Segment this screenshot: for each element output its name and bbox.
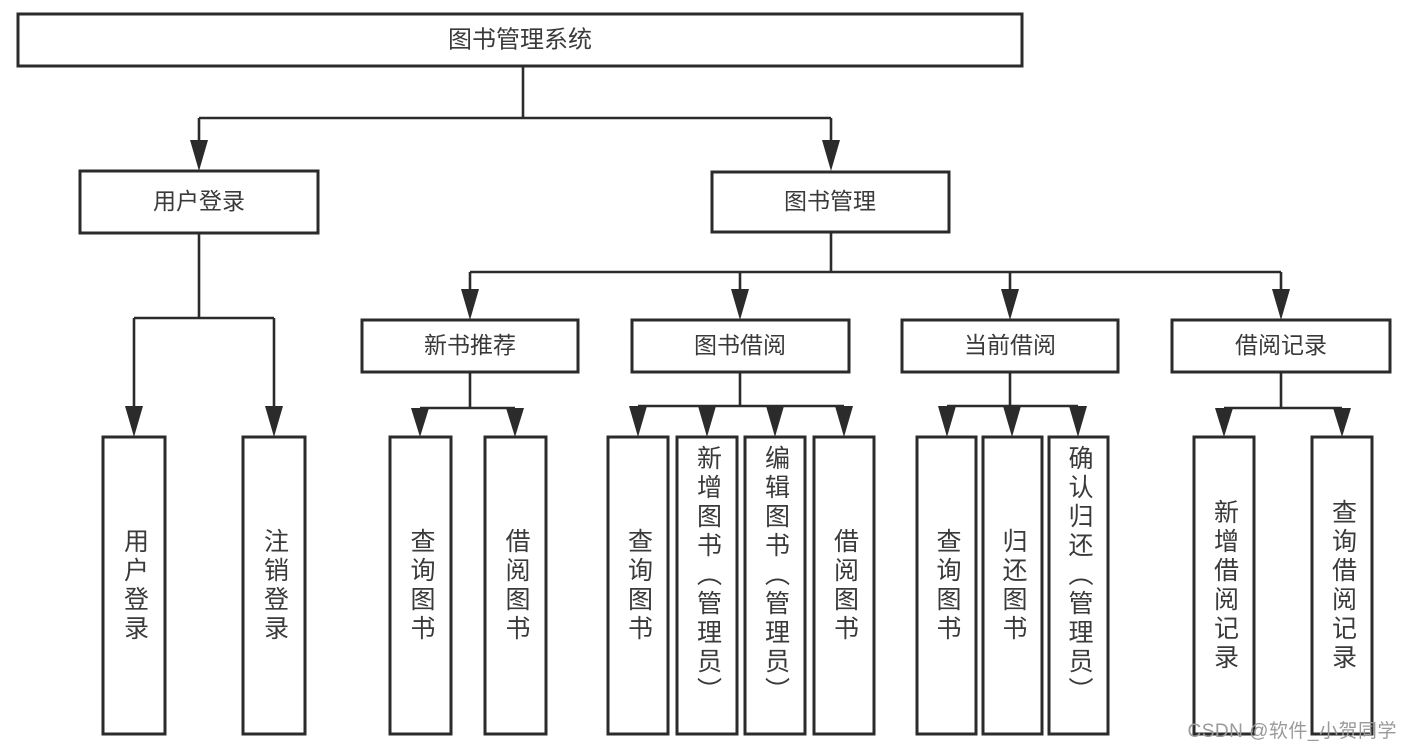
arrow-head-currentborrow-l1 — [938, 406, 956, 437]
node-box-leaf-borrowrecord-2[interactable] — [1310, 435, 1374, 736]
connectors-current-borrow — [938, 372, 1087, 437]
connectors-book-borrow — [629, 372, 853, 437]
node-box-borrow-record[interactable] — [1170, 318, 1392, 374]
arrow-head-root-to-login — [190, 140, 208, 171]
arrow-head-bookmgmt-c4 — [1272, 289, 1290, 320]
connectors-borrow-record — [1215, 372, 1351, 437]
connectors-book-management — [461, 232, 1290, 320]
node-label-user-login: 用户登录 — [153, 188, 245, 214]
node-box-user-login[interactable] — [78, 169, 320, 235]
arrow-head-borrowrecord-l1 — [1215, 408, 1233, 437]
arrow-head-newbook-l2 — [506, 408, 524, 437]
node-box-leaf-newbook-1[interactable] — [388, 435, 453, 736]
node-label-book-borrow: 图书借阅 — [694, 332, 786, 358]
connectors-user-login — [125, 233, 283, 437]
node-box-leaf-newbook-2[interactable] — [483, 435, 548, 736]
node-box-leaf-currentborrow-3[interactable] — [1047, 435, 1110, 736]
node-box-leaf-user-login-1[interactable] — [101, 435, 167, 736]
watermark-text: CSDN @软件_小贺同学 — [1187, 721, 1397, 742]
arrow-head-bookborrow-l4 — [835, 406, 853, 437]
arrow-head-login-leaf1 — [125, 406, 143, 437]
node-box-leaf-user-login-2[interactable] — [241, 435, 307, 736]
node-box-book-management[interactable] — [710, 170, 951, 234]
arrow-head-bookmgmt-c2 — [731, 289, 749, 320]
arrow-head-currentborrow-l3 — [1069, 406, 1087, 437]
node-box-leaf-currentborrow-2[interactable] — [981, 435, 1044, 736]
connectors-root — [190, 66, 840, 171]
node-box-leaf-bookborrow-2[interactable] — [675, 435, 739, 736]
arrow-head-bookborrow-l3 — [766, 406, 784, 437]
node-label-current-borrow: 当前借阅 — [964, 332, 1056, 358]
arrow-head-bookmgmt-c3 — [1001, 289, 1019, 320]
node-box-leaf-bookborrow-4[interactable] — [812, 435, 876, 736]
node-box-root[interactable] — [16, 12, 1024, 68]
node-box-leaf-bookborrow-1[interactable] — [606, 435, 670, 736]
arrow-head-login-leaf2 — [265, 406, 283, 437]
arrow-head-bookborrow-l1 — [629, 406, 647, 437]
node-label-new-book-recommend: 新书推荐 — [424, 332, 516, 358]
arrow-head-root-to-bookmgmt — [822, 140, 840, 171]
arrow-head-bookmgmt-c1 — [461, 289, 479, 320]
node-box-leaf-currentborrow-1[interactable] — [915, 435, 978, 736]
node-box-leaf-bookborrow-3[interactable] — [743, 435, 807, 736]
connectors-new-book-recommend — [411, 372, 524, 437]
node-box-new-book-recommend[interactable] — [360, 318, 580, 374]
node-box-current-borrow[interactable] — [900, 318, 1120, 374]
node-label-book-management: 图书管理 — [784, 188, 876, 214]
arrow-head-bookborrow-l2 — [698, 406, 716, 437]
arrow-head-newbook-l1 — [411, 408, 429, 437]
node-label-borrow-record: 借阅记录 — [1235, 332, 1327, 358]
node-box-leaf-borrowrecord-1[interactable] — [1192, 435, 1256, 736]
node-label-root: 图书管理系统 — [448, 26, 592, 53]
arrow-head-borrowrecord-l2 — [1333, 408, 1351, 437]
node-box-book-borrow[interactable] — [630, 318, 851, 374]
arrow-head-currentborrow-l2 — [1003, 406, 1021, 437]
